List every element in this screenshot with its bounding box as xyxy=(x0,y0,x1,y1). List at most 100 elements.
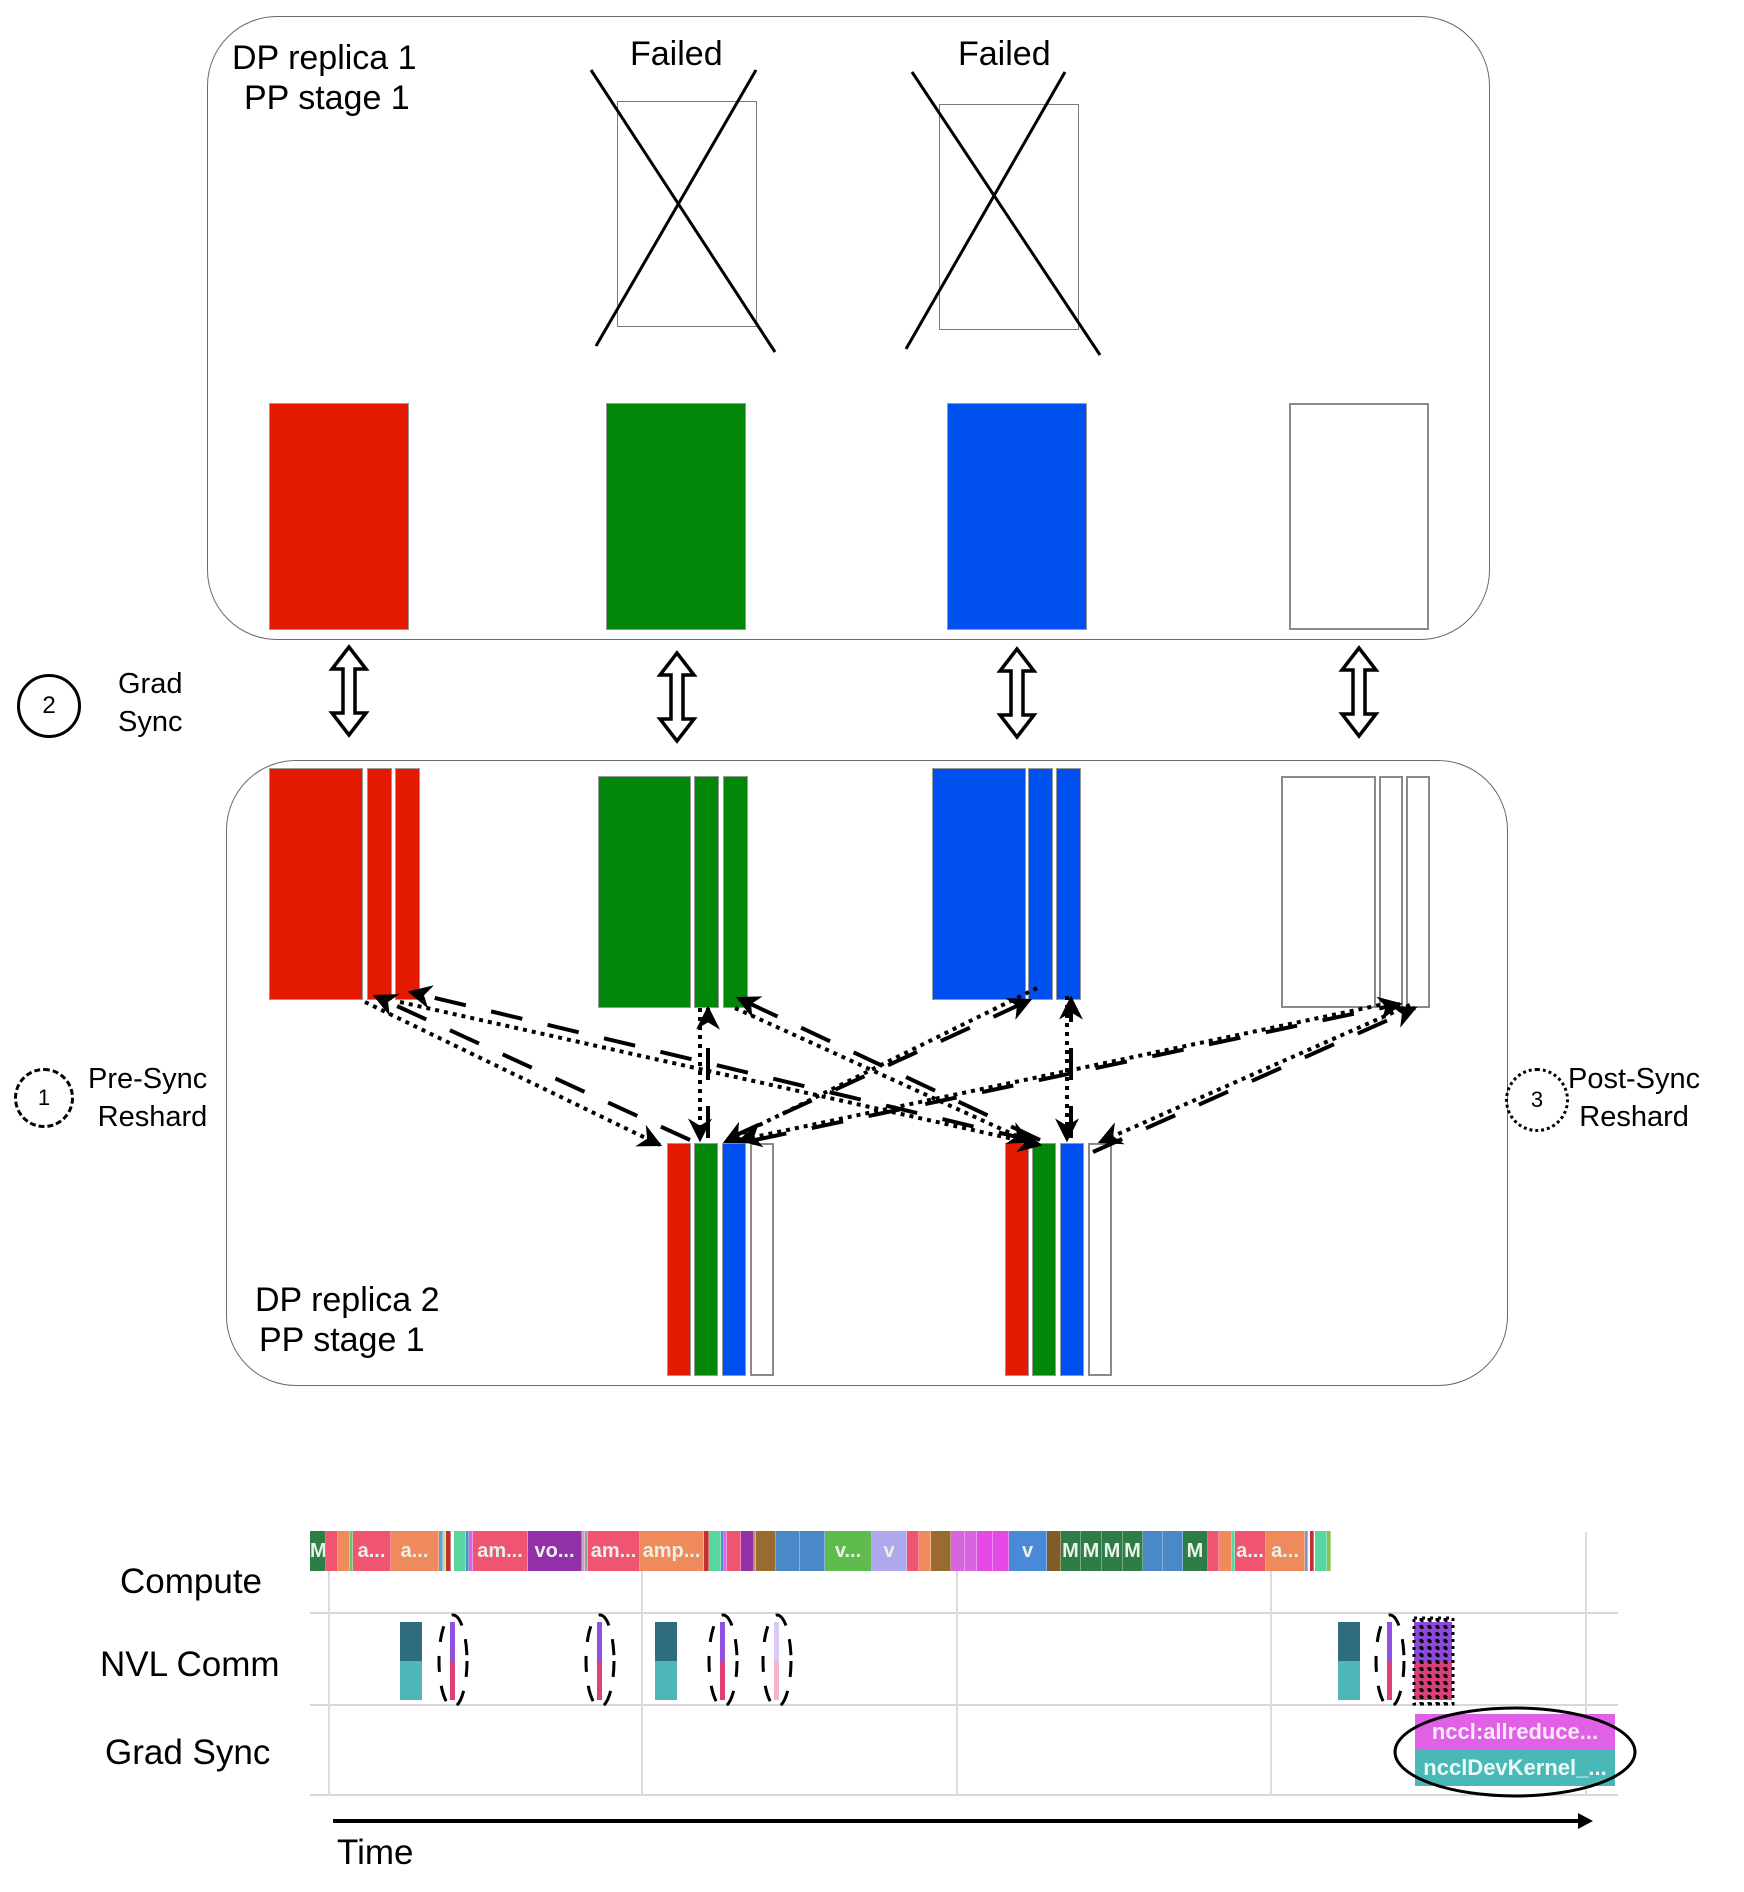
compute-kernel-segment xyxy=(466,1531,469,1571)
legend-line-2: Sync xyxy=(118,706,183,738)
compute-kernel-segment xyxy=(1143,1531,1163,1571)
compute-kernel-segment: amp... xyxy=(640,1531,704,1571)
compute-kernel-segment xyxy=(1327,1531,1331,1571)
post-sync-comm-block xyxy=(1414,1622,1452,1700)
step-number: 3 xyxy=(1530,1087,1544,1112)
legend-line-1: Grad xyxy=(118,668,183,700)
dev-kernel: ncclDevKernel_... xyxy=(1415,1750,1615,1786)
time-gridline xyxy=(328,1540,330,1796)
compute-kernel-segment xyxy=(1315,1531,1327,1571)
compute-kernel-segment: M xyxy=(1081,1531,1102,1571)
legend-line-1: Post-Sync xyxy=(1568,1063,1701,1095)
pre-sync-step-icon: 1 xyxy=(14,1068,74,1128)
compute-kernel-segment: M xyxy=(1102,1531,1123,1571)
bottom-blue-shard-part xyxy=(1056,768,1081,1000)
compute-kernel-segment xyxy=(993,1531,1009,1571)
bottom-red-shard-main xyxy=(269,768,363,1000)
title-line-2: PP stage 1 xyxy=(244,79,410,117)
double-arrow-icon xyxy=(1340,646,1378,738)
compute-kernel-segment xyxy=(951,1531,965,1571)
compute-kernel-segment xyxy=(585,1531,588,1571)
compute-kernel-segment: am... xyxy=(588,1531,640,1571)
compute-kernel-segment xyxy=(446,1531,451,1571)
compute-kernel-segment: M xyxy=(1183,1531,1208,1571)
bottom-red-shard-part xyxy=(395,768,420,1000)
compute-kernel-segment: v xyxy=(872,1531,907,1571)
compute-kernel-segment xyxy=(1305,1531,1308,1571)
compute-kernel-segment xyxy=(800,1531,825,1571)
step-number: 2 xyxy=(42,692,56,719)
bottom-empty-shard-main xyxy=(1281,776,1376,1008)
compute-kernel-segment xyxy=(1232,1531,1235,1571)
reshard-target-2-blue xyxy=(1060,1143,1084,1376)
compute-kernel-segment xyxy=(1314,1531,1315,1571)
compute-kernel-segment xyxy=(727,1531,741,1571)
nvl-comm-block xyxy=(400,1622,422,1700)
legend-line-1: Pre-Sync xyxy=(88,1063,208,1095)
time-gridline xyxy=(956,1540,958,1796)
compute-kernel-segment xyxy=(582,1531,585,1571)
compute-kernel-segment xyxy=(756,1531,776,1571)
legend-line-2: Reshard xyxy=(97,1101,208,1133)
compute-kernel-segment: a... xyxy=(353,1531,391,1571)
dp-replica-2-title: DP replica 2 PP stage 1 xyxy=(255,1280,440,1360)
reshard-target-1-green xyxy=(694,1143,718,1376)
top-red-shard xyxy=(269,403,409,630)
double-arrow-icon xyxy=(330,645,368,737)
compute-kernel-segment xyxy=(439,1531,443,1571)
compute-kernel-segment: vo... xyxy=(528,1531,582,1571)
bottom-red-shard-part xyxy=(367,768,392,1000)
bottom-green-shard-part xyxy=(694,776,719,1008)
nvl-comm-block xyxy=(1338,1622,1360,1700)
track-divider xyxy=(310,1612,1618,1614)
compute-kernel-segment xyxy=(965,1531,977,1571)
compute-kernel-segment xyxy=(454,1531,466,1571)
reshard-sliver xyxy=(450,1622,455,1700)
failed-gpu-box-1 xyxy=(617,101,757,327)
failed-label-2: Failed xyxy=(958,35,1051,73)
reshard-sliver xyxy=(774,1622,779,1700)
reshard-sliver xyxy=(720,1622,725,1700)
bottom-empty-shard-part xyxy=(1379,776,1403,1008)
time-axis-label: Time xyxy=(337,1833,414,1872)
title-line-1: DP replica 2 xyxy=(255,1281,440,1319)
bottom-green-shard-part xyxy=(723,776,748,1008)
track-label-compute: Compute xyxy=(120,1562,263,1601)
compute-kernel-segment xyxy=(776,1531,800,1571)
compute-kernel-segment xyxy=(977,1531,993,1571)
allreduce-kernel: nccl:allreduce... xyxy=(1415,1714,1615,1750)
reshard-target-1-blue xyxy=(722,1143,746,1376)
track-divider xyxy=(310,1794,1618,1796)
grad-sync-step-icon: 2 xyxy=(17,674,81,738)
compute-kernel-segment xyxy=(326,1531,338,1571)
compute-kernel-segment xyxy=(443,1531,446,1571)
legend-line-2: Reshard xyxy=(1579,1101,1689,1133)
dp-replica-1-panel xyxy=(207,16,1490,640)
compute-kernel-segment: v... xyxy=(825,1531,872,1571)
bottom-blue-shard-part xyxy=(1028,768,1053,1000)
arrow-right-icon xyxy=(1578,1813,1593,1829)
compute-kernel-segment xyxy=(469,1531,473,1571)
failed-gpu-box-2 xyxy=(939,104,1079,330)
compute-kernel-segment: a... xyxy=(1235,1531,1266,1571)
compute-kernel-segment xyxy=(1047,1531,1061,1571)
compute-kernel-segment xyxy=(721,1531,724,1571)
compute-kernel-segment: M xyxy=(1123,1531,1143,1571)
reshard-target-2-empty xyxy=(1088,1143,1112,1376)
compute-kernel-segment xyxy=(1310,1531,1314,1571)
compute-kernel-segment xyxy=(931,1531,951,1571)
compute-kernel-segment xyxy=(338,1531,350,1571)
reshard-target-1-empty xyxy=(750,1143,774,1376)
compute-kernel-segment xyxy=(1163,1531,1183,1571)
time-gridline xyxy=(1270,1540,1272,1796)
failed-label-1: Failed xyxy=(630,35,723,73)
compute-kernel-segment: v xyxy=(1009,1531,1047,1571)
compute-kernel-segment xyxy=(451,1531,454,1571)
compute-kernel-segment xyxy=(724,1531,727,1571)
track-label-nvl-comm: NVL Comm xyxy=(100,1645,280,1684)
compute-kernel-segment xyxy=(1219,1531,1232,1571)
nvl-comm-block xyxy=(655,1622,677,1700)
compute-kernel-segment: M xyxy=(1061,1531,1081,1571)
compute-kernel-segment xyxy=(1308,1531,1310,1571)
